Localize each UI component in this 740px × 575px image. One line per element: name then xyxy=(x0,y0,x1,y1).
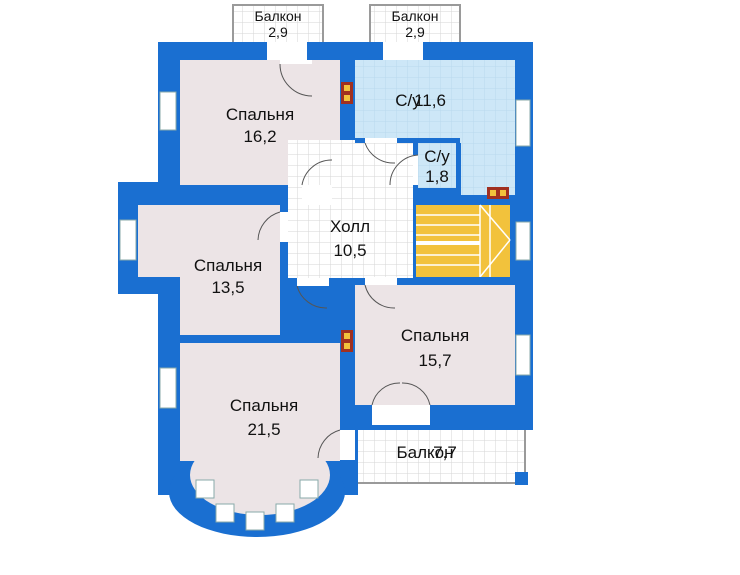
room-bedroom-e xyxy=(355,285,515,405)
bedroom-w-name: Спальня xyxy=(194,256,262,275)
bath-large-name: С/у xyxy=(395,91,421,110)
room-hall-strip xyxy=(355,140,413,200)
labels: Балкон 2,9 Балкон 2,9 Спальня 16,2 С/у 1… xyxy=(194,8,469,462)
stairs xyxy=(416,204,511,278)
balcony-top-left-name: Балкон xyxy=(255,8,302,24)
balcony-top-left-area: 2,9 xyxy=(268,24,288,40)
room-bedroom-sw-bay xyxy=(190,435,330,515)
bath-small-name: С/у xyxy=(424,147,450,166)
doors xyxy=(257,42,431,460)
balcony-top-right-name: Балкон xyxy=(392,8,439,24)
room-fills xyxy=(138,60,515,515)
balcony-top-right-area: 2,9 xyxy=(405,24,425,40)
bedroom-sw-area: 21,5 xyxy=(247,420,280,439)
room-bedroom-w-b xyxy=(180,277,280,335)
balcony-bottom-area: 7,7 xyxy=(433,443,457,462)
bath-large-area: 11,6 xyxy=(414,91,446,110)
vent-ducts xyxy=(341,82,509,352)
bedroom-sw-name: Спальня xyxy=(230,396,298,415)
windows xyxy=(119,91,531,531)
bedroom-e-name: Спальня xyxy=(401,326,469,345)
balcony-bottom-name: Балкон xyxy=(396,443,453,462)
balcony-top-left xyxy=(232,4,324,46)
bedroom-e-area: 15,7 xyxy=(418,351,451,370)
room-bedroom-w xyxy=(138,205,280,277)
bedroom-nw-area: 16,2 xyxy=(243,127,276,146)
hall-area: 10,5 xyxy=(333,241,366,260)
bedroom-nw-name: Спальня xyxy=(226,105,294,124)
bath-small-area: 1,8 xyxy=(425,167,449,186)
hall-name: Холл xyxy=(330,217,370,236)
bedroom-w-area: 13,5 xyxy=(211,278,244,297)
